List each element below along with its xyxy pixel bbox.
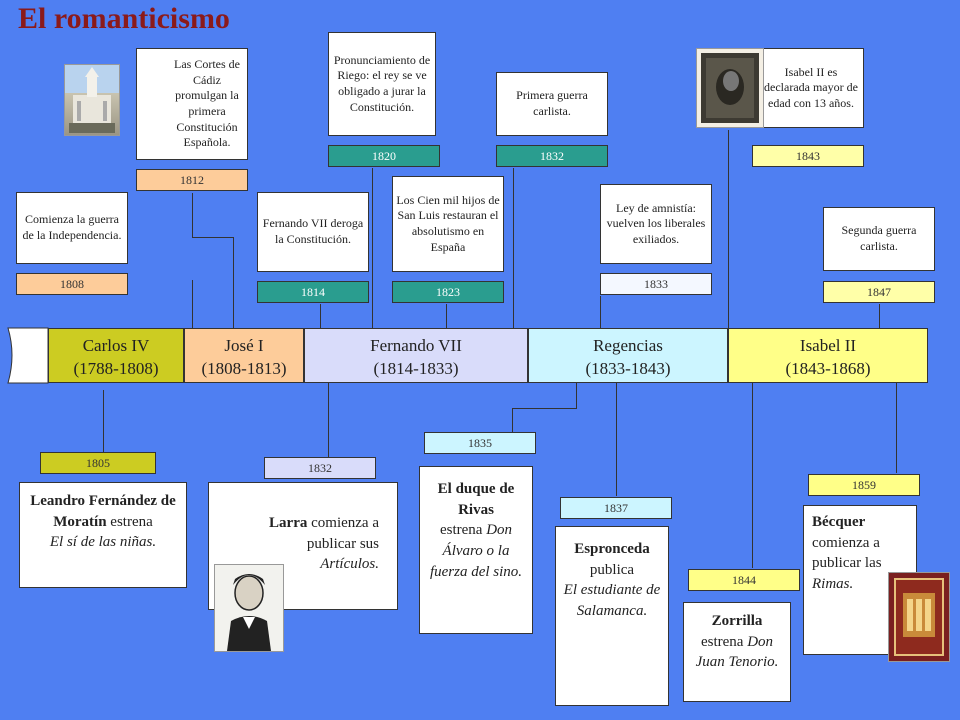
reign-period: (1808-1813) — [201, 359, 287, 378]
reign-period: (1788-1808) — [73, 359, 159, 378]
work-1837-year: 1837 — [560, 497, 672, 519]
isabel-stamp-image — [696, 48, 764, 128]
work-author: Bécquer — [812, 514, 866, 530]
reign-period: (1833-1843) — [585, 359, 671, 378]
work-verb: comienza a publicar las — [812, 534, 882, 572]
event-1833-year: 1833 — [600, 273, 712, 295]
reign-regencias: Regencias (1833-1843) — [528, 328, 728, 383]
reign-name: Carlos IV — [82, 336, 150, 355]
event-1843-text: Isabel II es declarada mayor de edad con… — [764, 64, 858, 110]
event-1847-box: Segunda guerra carlista. — [823, 207, 935, 271]
event-1832-box: Primera guerra carlista. — [496, 72, 608, 136]
work-title: El estudiante de Salamanca. — [563, 582, 661, 620]
event-1833-text: Ley de amnistía: vuelven los liberales e… — [606, 200, 706, 246]
work-1859-year: 1859 — [808, 474, 920, 496]
timeline-arrow-tail — [7, 327, 49, 384]
work-verb: estrena — [439, 522, 483, 539]
event-1823-box: Los Cien mil hijos de San Luis restauran… — [392, 176, 504, 272]
reign-fernando-vii: Fernando VII (1814-1833) — [304, 328, 528, 383]
monument-icon — [69, 67, 115, 133]
event-1808-text: Comienza la guerra de la Independencia. — [22, 212, 122, 242]
reign-carlos-iv: Carlos IV (1788-1808) — [48, 328, 184, 383]
event-1843-year: 1843 — [752, 145, 864, 167]
work-1835-year: 1835 — [424, 432, 536, 454]
work-1837-box: Espronceda publica El estudiante de Sala… — [555, 526, 669, 706]
reign-jose-i: José I (1808-1813) — [184, 328, 304, 383]
book-icon — [894, 578, 944, 656]
event-1812-text: Las Cortes de Cádiz promulgan la primera… — [174, 57, 240, 150]
cadiz-monument-image — [64, 64, 120, 136]
work-author: Larra — [269, 515, 308, 531]
reign-name: José I — [224, 336, 264, 355]
event-1808-year: 1808 — [16, 273, 128, 295]
event-1843-box: Isabel II es declarada mayor de edad con… — [752, 48, 864, 128]
reign-isabel-ii: Isabel II (1843-1868) — [728, 328, 928, 383]
work-title: Don Álvaro o la fuerza del sino. — [429, 522, 523, 580]
reign-name: Regencias — [593, 336, 663, 355]
event-1820-text: Pronunciamiento de Riego: el rey se ve o… — [333, 52, 431, 114]
rimas-book-image — [888, 572, 950, 662]
event-1814-text: Fernando VII deroga la Constitución. — [262, 216, 364, 246]
work-author: Leandro Fernández de Moratín — [30, 493, 176, 530]
work-1805-box: Leandro Fernández de Moratín estrena El … — [19, 482, 187, 588]
event-1832-year: 1832 — [496, 145, 608, 167]
work-1835-box: El duque de Rivas estrena Don Álvaro o l… — [419, 466, 533, 634]
work-author: Espronceda — [574, 541, 650, 557]
work-1844-year: 1844 — [688, 569, 800, 591]
work-1832-box: Larra comienza a publicar sus Artículos. — [208, 482, 398, 610]
event-1808-box: Comienza la guerra de la Independencia. — [16, 192, 128, 264]
event-1812-box: Las Cortes de Cádiz promulgan la primera… — [136, 48, 248, 160]
work-verb: publica — [589, 561, 635, 578]
work-1832-year: 1832 — [264, 457, 376, 479]
event-1823-text: Los Cien mil hijos de San Luis restauran… — [396, 192, 500, 254]
event-1847-text: Segunda guerra carlista. — [841, 223, 917, 253]
reign-period: (1843-1868) — [785, 359, 871, 378]
work-verb: estrena — [110, 513, 153, 530]
event-1833-box: Ley de amnistía: vuelven los liberales e… — [600, 184, 712, 264]
work-title: Rimas. — [812, 576, 854, 593]
event-1820-box: Pronunciamiento de Riego: el rey se ve o… — [328, 32, 436, 136]
reign-name: Isabel II — [799, 336, 857, 355]
event-1847-year: 1847 — [823, 281, 935, 303]
work-1844-box: Zorrilla estrena Don Juan Tenorio. — [683, 602, 791, 702]
stamp-icon — [701, 53, 759, 123]
work-1805-year: 1805 — [40, 452, 156, 474]
page-title: El romanticismo — [18, 2, 230, 35]
event-1832-text: Primera guerra carlista. — [516, 88, 588, 118]
larra-portrait-image — [214, 564, 284, 652]
event-1814-year: 1814 — [257, 281, 369, 303]
portrait-icon — [227, 574, 271, 651]
work-title: El sí de las niñas. — [49, 534, 157, 551]
work-verb: estrena — [700, 633, 744, 650]
event-1820-year: 1820 — [328, 145, 440, 167]
work-title: Don Juan Tenorio. — [695, 633, 779, 671]
event-1823-year: 1823 — [392, 281, 504, 303]
work-author: Zorrilla — [711, 613, 763, 629]
work-title: Artículos. — [320, 556, 379, 573]
work-verb: comienza a publicar sus — [306, 515, 379, 552]
work-author: El duque de Rivas — [437, 481, 515, 518]
event-1814-box: Fernando VII deroga la Constitución. — [257, 192, 369, 272]
event-1812-year: 1812 — [136, 169, 248, 191]
reign-name: Fernando VII — [370, 336, 462, 355]
reign-period: (1814-1833) — [373, 359, 459, 378]
